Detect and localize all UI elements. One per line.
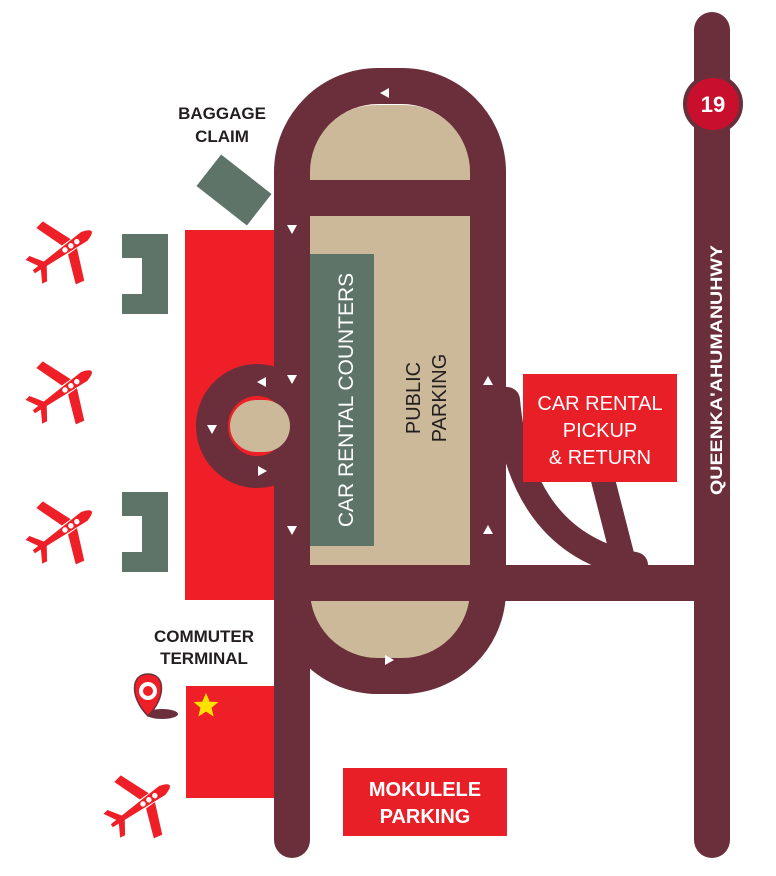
gate-upper xyxy=(122,234,168,314)
highway-19-number: 19 xyxy=(701,92,725,117)
car-rental-counters-label: CAR RENTAL COUNTERS xyxy=(335,273,358,527)
public-parking-label-line-1: PUBLIC xyxy=(403,362,425,434)
baggage-claim-building xyxy=(196,154,272,226)
star-icon xyxy=(193,693,219,717)
curved-rental-road xyxy=(494,387,648,578)
baggage-claim-label-line-1: BAGGAGE xyxy=(178,104,266,123)
airplane-icon xyxy=(91,755,191,856)
mokulele-parking-sign xyxy=(343,768,507,836)
gate-lower xyxy=(122,492,168,572)
road-network xyxy=(196,12,730,858)
airplane-icon xyxy=(13,481,113,582)
car-rental-pickup-sign xyxy=(523,374,677,482)
airplane-icon xyxy=(13,341,113,442)
commuter-terminal-label-line-2: TERMINAL xyxy=(160,649,248,668)
small-loop-island xyxy=(230,400,290,452)
baggage-claim-label-line-2: CLAIM xyxy=(195,127,249,146)
car-rental-pickup-line-3: & RETURN xyxy=(549,447,651,469)
airplane-icon xyxy=(13,201,113,302)
rental-connector-road xyxy=(591,468,638,582)
highway-19-badge xyxy=(683,74,743,134)
mokulele-parking-line-2: PARKING xyxy=(380,806,471,828)
commuter-terminal-label-line-1: COMMUTER xyxy=(154,627,254,646)
car-rental-pickup-line-2: PICKUP xyxy=(563,420,637,442)
highway-name-label: QUEENKA'AHUMANUHWY xyxy=(707,244,726,495)
location-pin-icon xyxy=(133,673,178,719)
car-rental-counters-sign xyxy=(310,254,374,546)
mokulele-parking-line-1: MOKULELE xyxy=(369,779,481,801)
car-rental-pickup-line-1: CAR RENTAL xyxy=(537,393,662,415)
public-parking-label-line-2: PARKING xyxy=(429,354,451,443)
